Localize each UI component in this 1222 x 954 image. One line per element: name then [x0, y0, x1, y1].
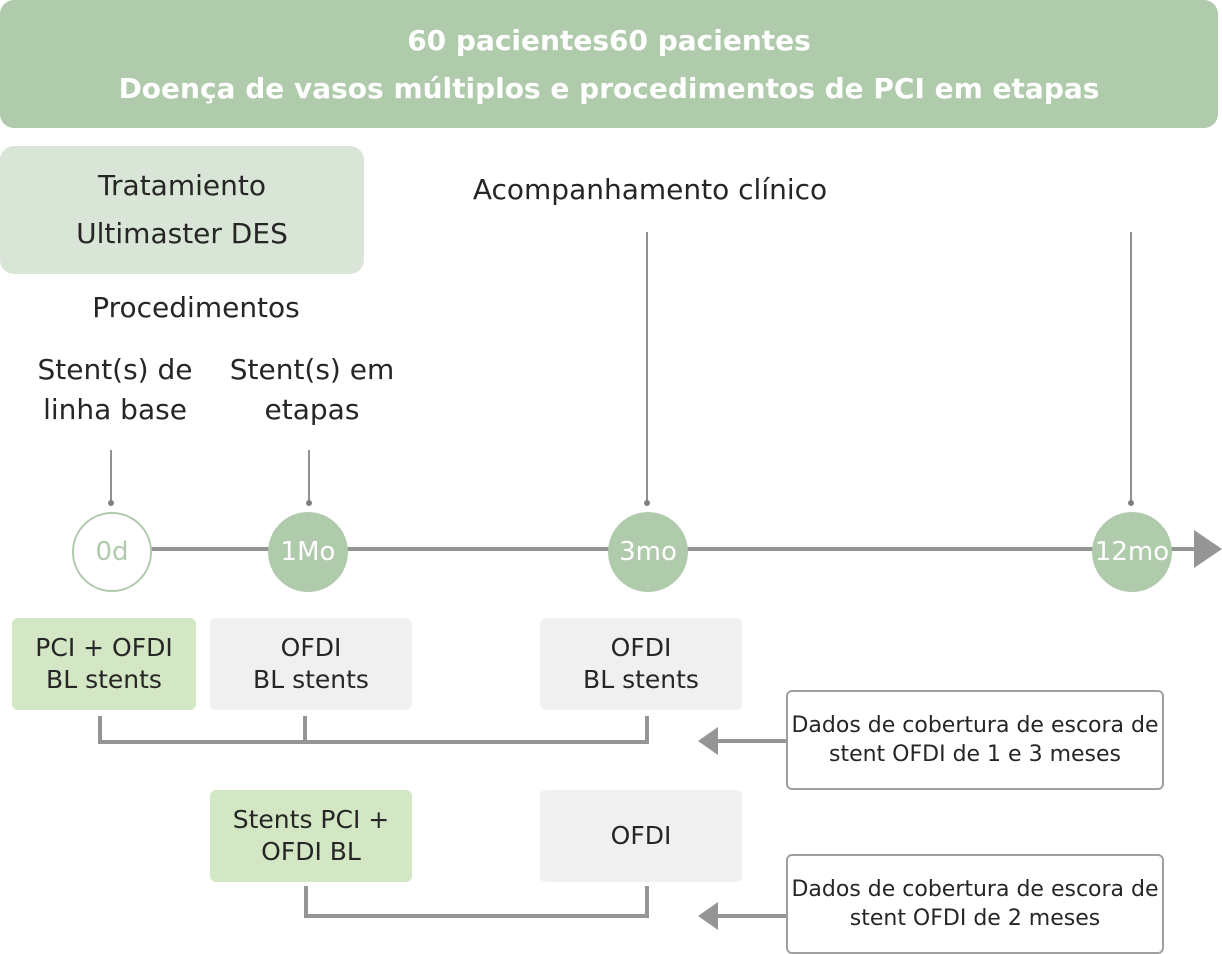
pointer-line-0d — [110, 450, 112, 502]
pointer-line-12mo — [1130, 232, 1132, 502]
group1-bracket-base — [98, 740, 649, 744]
group1-arrow-icon — [698, 727, 718, 755]
pointer-dot-3mo — [644, 500, 650, 506]
group2-arrow-icon — [698, 902, 718, 930]
treatment-line2: Ultimaster DES — [76, 217, 288, 250]
study-population-banner: 60 pacientes60 pacientes Doença de vasos… — [0, 0, 1218, 128]
timeline-node-12mo: 12mo — [1092, 512, 1172, 592]
group2-bracket-right — [645, 886, 649, 918]
group2-bracket-left — [304, 886, 308, 918]
followup-label: Acompanhamento clínico — [472, 173, 828, 206]
timeline-node-0d: 0d — [72, 512, 152, 592]
group1-bracket-mid — [303, 716, 307, 744]
timeline-node-3mo: 3mo — [608, 512, 688, 592]
group1-bracket-right — [645, 716, 649, 744]
pointer-dot-12mo — [1128, 500, 1134, 506]
group1-note: Dados de cobertura de escora de stent OF… — [786, 690, 1164, 790]
population-description: Doença de vasos múltiplos e procedimento… — [118, 72, 1100, 105]
group2-note: Dados de cobertura de escora de stent OF… — [786, 854, 1164, 954]
timeline-arrow-icon — [1194, 530, 1222, 568]
group2-bracket-base — [304, 914, 649, 918]
pointer-dot-1mo — [306, 500, 312, 506]
group1-box-1mo: OFDI BL stents — [210, 618, 412, 710]
group1-box-3mo: OFDI BL stents — [540, 618, 742, 710]
group2-box-ofdi: OFDI — [540, 790, 742, 882]
treatment-box: Tratamiento Ultimaster DES — [0, 146, 364, 274]
group1-arrow-line — [716, 739, 788, 743]
group1-box-baseline: PCI + OFDI BL stents — [12, 618, 196, 710]
treatment-line1: Tratamiento — [98, 169, 266, 202]
timeline-node-1mo: 1Mo — [268, 512, 348, 592]
staged-stents-label: Stent(s) em etapas — [229, 353, 395, 426]
pointer-dot-0d — [108, 500, 114, 506]
pointer-line-1mo — [308, 450, 310, 502]
procedures-label: Procedimentos — [92, 291, 300, 324]
patient-count: 60 pacientes60 pacientes — [407, 24, 811, 57]
group1-bracket-left — [98, 716, 102, 744]
baseline-stents-label: Stent(s) de linha base — [37, 353, 193, 426]
group2-arrow-line — [716, 914, 788, 918]
group2-box-staged: Stents PCI + OFDI BL — [210, 790, 412, 882]
pointer-line-3mo — [646, 232, 648, 502]
